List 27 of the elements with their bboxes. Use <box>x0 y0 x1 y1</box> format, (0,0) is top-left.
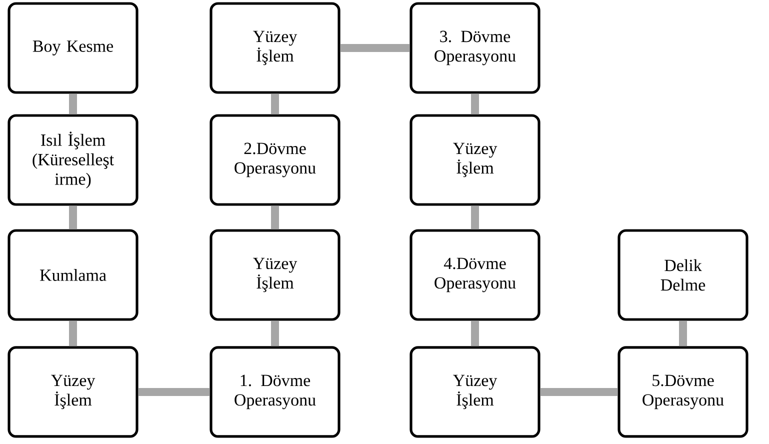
connector <box>340 44 410 52</box>
connector <box>69 320 77 346</box>
connector <box>138 388 210 396</box>
process-box: 5.Dövme Operasyonu <box>618 346 748 438</box>
connector <box>271 320 279 346</box>
process-box: Yüzey İşlem <box>8 346 138 438</box>
process-box: 2.Dövme Operasyonu <box>210 114 340 206</box>
process-box: Yüzey İşlem <box>210 2 340 94</box>
process-box: Boy Kesme <box>8 2 138 94</box>
process-box: Isıl İşlem (Küreselleşt irme) <box>8 114 138 206</box>
connector <box>69 94 77 114</box>
process-box: 3. Dövme Operasyonu <box>410 2 540 94</box>
process-box: 4.Dövme Operasyonu <box>410 229 540 321</box>
connector <box>540 388 618 396</box>
process-box: Yüzey İşlem <box>410 346 540 438</box>
connector <box>69 206 77 230</box>
process-box: Yüzey İşlem <box>210 229 340 321</box>
connector <box>471 94 479 114</box>
process-box: Delik Delme <box>618 229 748 321</box>
process-box: 1. Dövme Operasyonu <box>210 346 340 438</box>
connector <box>271 206 279 230</box>
process-box: Yüzey İşlem <box>410 114 540 206</box>
connector <box>471 320 479 346</box>
connector <box>271 94 279 114</box>
connector <box>679 320 687 346</box>
connector <box>471 206 479 230</box>
process-box: Kumlama <box>8 229 138 321</box>
